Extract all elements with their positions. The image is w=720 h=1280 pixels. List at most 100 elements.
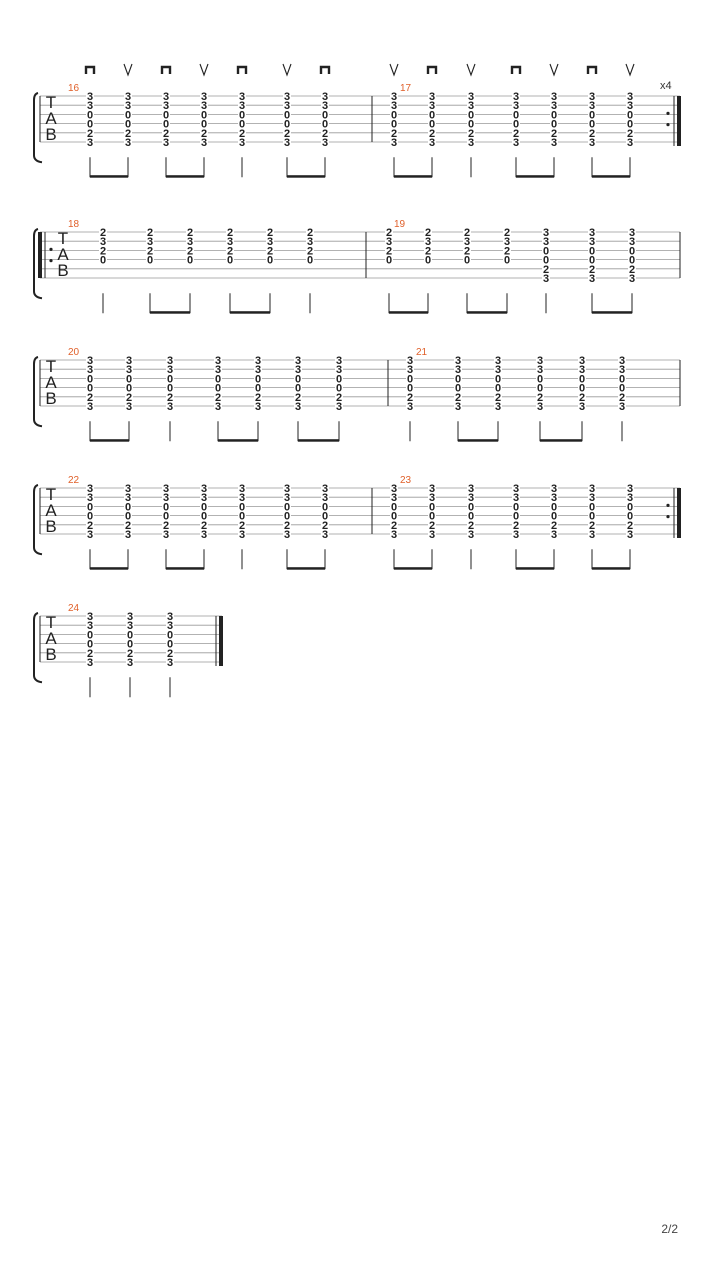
fret-bg (283, 91, 291, 100)
fret-bg (200, 137, 208, 146)
fret-number: 2 (589, 264, 595, 276)
fret-number: 0 (589, 245, 595, 257)
fret-bg (238, 492, 246, 502)
fret-number: 2 (504, 227, 510, 239)
note-beam (394, 567, 432, 570)
fret-bg (146, 227, 154, 236)
fret-number: 0 (336, 383, 342, 395)
fret-number: 2 (227, 245, 233, 257)
fret-number: 2 (187, 227, 193, 239)
fret-bg (628, 273, 636, 282)
fret-number: 2 (513, 128, 519, 140)
fret-bg (390, 127, 398, 137)
downstroke-icon (160, 65, 172, 74)
fret-bg (238, 109, 246, 119)
fret-number: 3 (127, 657, 133, 669)
fret-bg (550, 118, 558, 128)
fret-number: 3 (201, 483, 207, 495)
fret-number: 3 (163, 529, 169, 541)
fret-bg (512, 492, 520, 502)
fret-bg (494, 355, 502, 364)
fret-number: 3 (239, 137, 245, 149)
fret-bg (266, 245, 274, 255)
fret-number: 2 (386, 227, 392, 239)
fret-number: 0 (619, 383, 625, 395)
fret-bg (454, 355, 462, 364)
fret-number: 0 (513, 119, 519, 131)
fret-number: 0 (295, 383, 301, 395)
fret-bg (550, 510, 558, 520)
fret-number: 0 (167, 383, 173, 395)
fret-bg (86, 401, 94, 410)
fret-bg (428, 519, 436, 529)
fret-bg (238, 118, 246, 128)
fret-bg (294, 364, 302, 374)
fret-bg (588, 91, 596, 100)
system-bracket (33, 92, 43, 164)
fret-number: 3 (87, 401, 93, 413)
fret-number: 3 (589, 273, 595, 285)
fret-bg (578, 373, 586, 383)
fret-bg (86, 657, 94, 666)
fret-bg (86, 647, 94, 657)
fret-number: 2 (100, 245, 106, 257)
fret-number: 0 (127, 639, 133, 651)
tab-clef-letter: T (46, 93, 56, 112)
fret-bg (626, 510, 634, 520)
fret-bg (542, 236, 550, 246)
tab-clef-letter: A (57, 245, 69, 264)
fret-bg (186, 254, 194, 264)
tab-clef-letter: T (46, 485, 56, 504)
fret-bg (550, 109, 558, 119)
fret-number: 3 (627, 137, 633, 149)
note-beam (166, 567, 204, 570)
fret-bg (467, 109, 475, 119)
fret-bg (200, 100, 208, 110)
fret-number: 3 (629, 236, 635, 248)
fret-bg (503, 227, 511, 236)
tab-clef-letter: A (45, 629, 57, 648)
fret-bg (406, 391, 414, 401)
fret-bg (146, 236, 154, 246)
note-beam (90, 175, 128, 178)
fret-bg (162, 483, 170, 492)
upstroke-icon (389, 63, 399, 77)
fret-number: 0 (255, 373, 261, 385)
fret-number: 3 (513, 492, 519, 504)
fret-bg (146, 254, 154, 264)
fret-number: 3 (87, 620, 93, 632)
note-beam (166, 175, 204, 178)
fret-number: 3 (627, 91, 633, 103)
fret-number: 2 (619, 392, 625, 404)
fret-number: 3 (127, 620, 133, 632)
fret-bg (588, 100, 596, 110)
fret-bg (124, 91, 132, 100)
fret-bg (503, 236, 511, 246)
fret-bg (467, 127, 475, 137)
fret-number: 0 (579, 383, 585, 395)
repeat-dot (666, 111, 670, 115)
fret-bg (162, 137, 170, 146)
fret-number: 3 (87, 364, 93, 376)
fret-number: 0 (429, 119, 435, 131)
fret-bg (226, 227, 234, 236)
fret-number: 0 (239, 511, 245, 523)
fret-number: 3 (589, 529, 595, 541)
fret-number: 2 (284, 128, 290, 140)
fret-number: 3 (125, 137, 131, 149)
fret-number: 0 (537, 373, 543, 385)
fret-bg (494, 382, 502, 392)
fret-number: 3 (627, 483, 633, 495)
fret-bg (536, 355, 544, 364)
fret-number: 3 (391, 492, 397, 504)
fret-number: 3 (201, 137, 207, 149)
fret-number: 2 (627, 520, 633, 532)
fret-bg (283, 492, 291, 502)
fret-bg (162, 91, 170, 100)
fret-bg (238, 483, 246, 492)
fret-number: 0 (87, 119, 93, 131)
fret-bg (335, 373, 343, 383)
fret-bg (512, 501, 520, 511)
fret-number: 0 (468, 511, 474, 523)
fret-bg (454, 382, 462, 392)
